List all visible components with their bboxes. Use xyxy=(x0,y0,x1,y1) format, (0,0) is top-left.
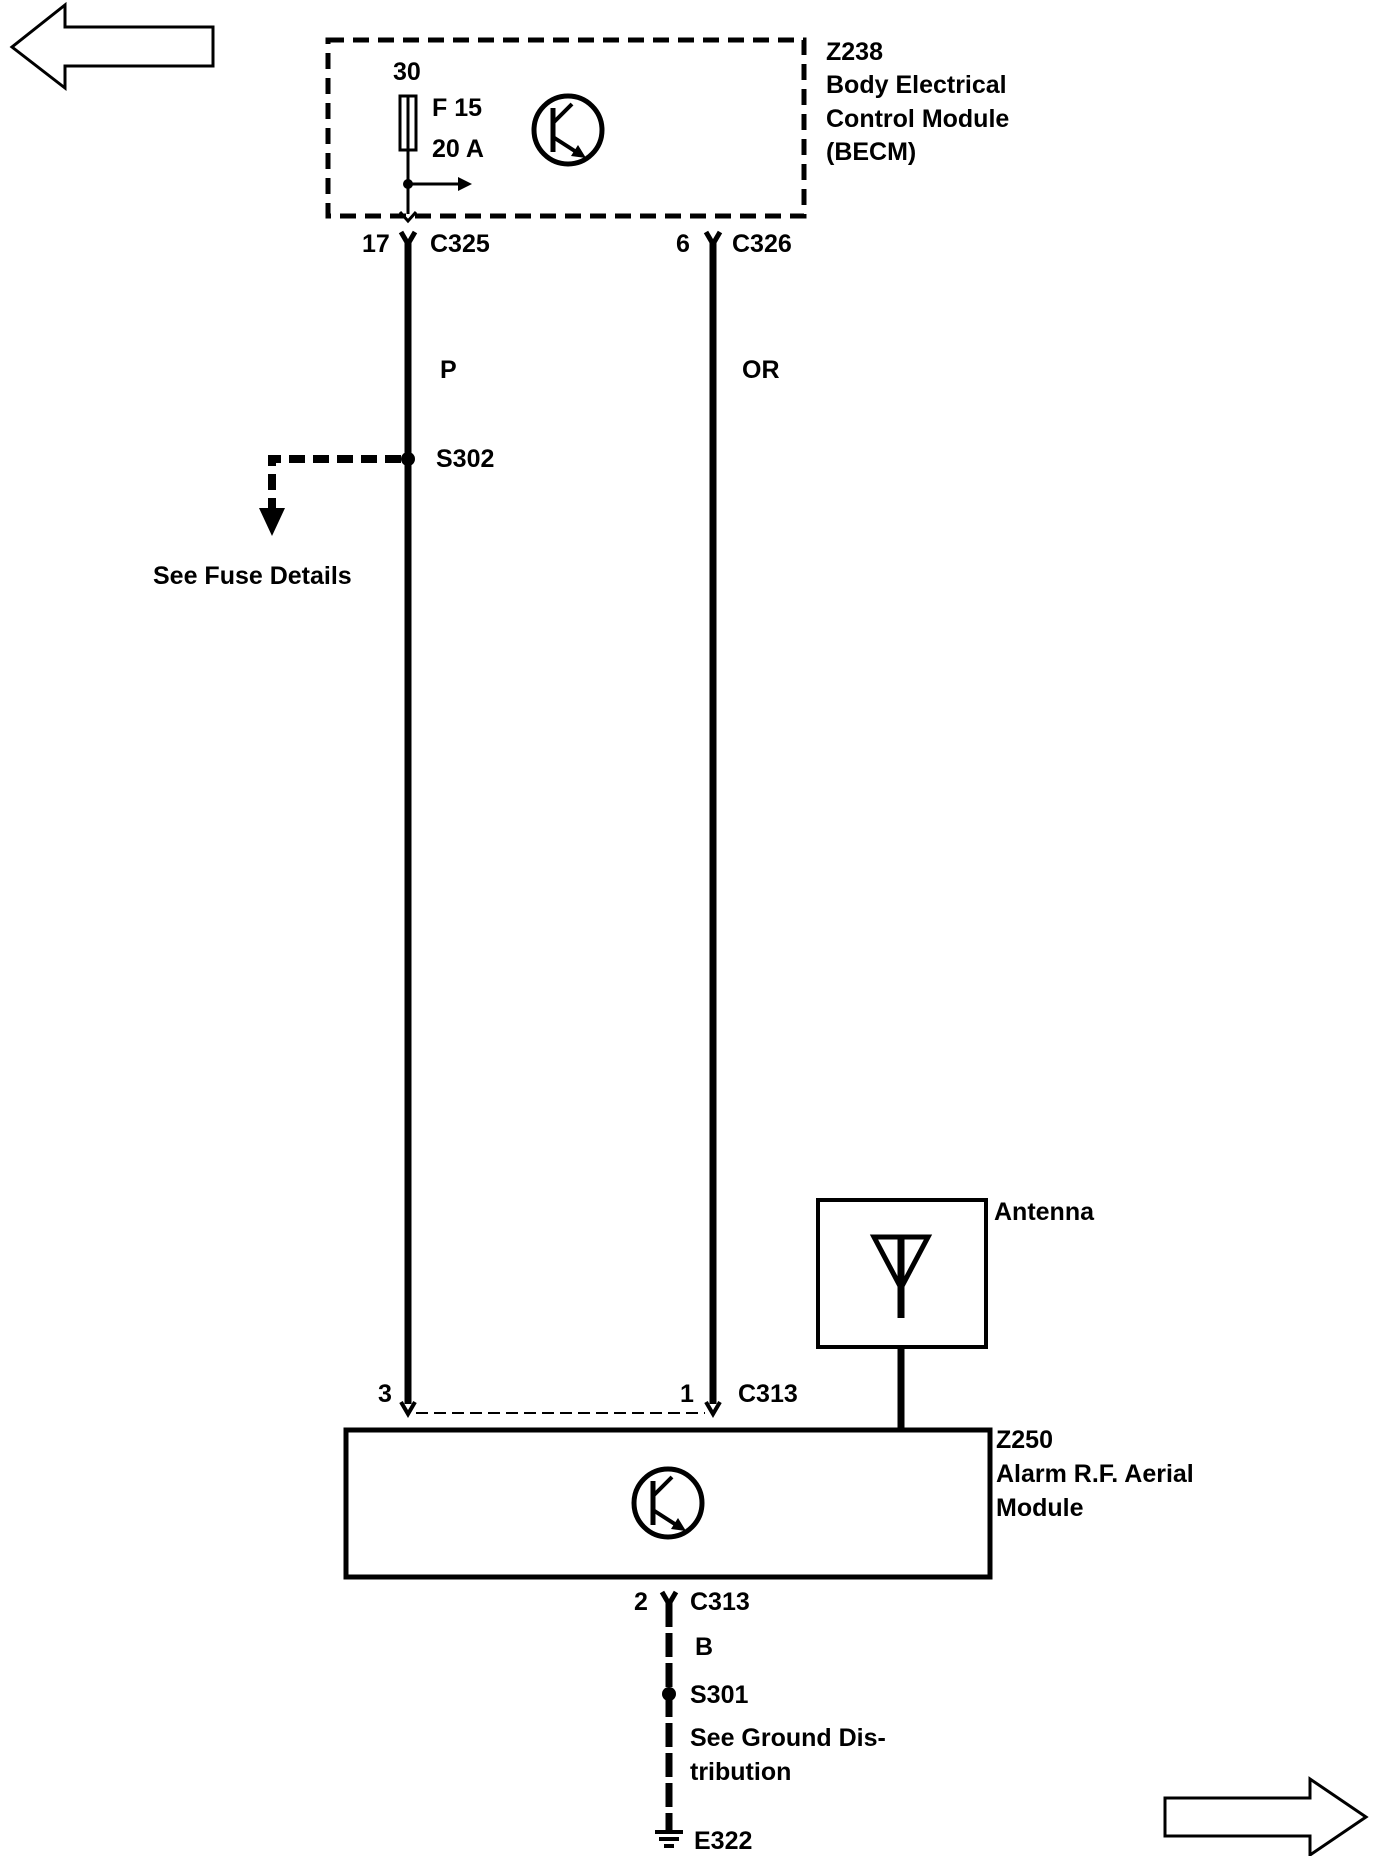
alarm-module-transistor-icon xyxy=(631,1466,705,1540)
splice-s301-dot xyxy=(662,1687,676,1701)
connector-c313-pin2-icon xyxy=(659,1590,679,1609)
becm-name-line1: Body Electrical xyxy=(826,71,1007,99)
c325-pin-label: 17 xyxy=(362,230,390,258)
fuse-details-dashed-branch xyxy=(268,455,401,508)
fuse-details-reference: See Fuse Details xyxy=(153,562,352,590)
c313-pin3-label: 3 xyxy=(378,1380,392,1408)
c313-top-label: C313 xyxy=(738,1380,798,1408)
splice-s302-label: S302 xyxy=(436,445,494,473)
splice-s301-label: S301 xyxy=(690,1681,748,1709)
fuse-input-label: 30 xyxy=(393,58,421,86)
alarm-module-name-line2: Module xyxy=(996,1494,1084,1522)
becm-name-line2: Control Module xyxy=(826,105,1009,133)
next-page-arrow-icon[interactable] xyxy=(1163,1776,1369,1856)
ground-distribution-line1: See Ground Dis- xyxy=(690,1724,886,1752)
connector-c313-pin1-icon xyxy=(704,1400,722,1418)
prev-page-arrow-icon[interactable] xyxy=(9,1,215,92)
alarm-module-box xyxy=(343,1427,993,1580)
ground-e322-icon xyxy=(655,1830,683,1848)
antenna-label: Antenna xyxy=(994,1198,1095,1226)
connector-c313-pin3-icon xyxy=(399,1400,417,1418)
c326-label: C326 xyxy=(732,230,792,258)
becm-module-box xyxy=(325,37,807,219)
wire-or-color-label: OR xyxy=(742,356,780,384)
fuse-rating-label: 20 A xyxy=(432,135,484,163)
wire-b-color-label: B xyxy=(695,1633,713,1661)
c313-pin1-label: 1 xyxy=(680,1380,694,1408)
ground-distribution-line2: tribution xyxy=(690,1758,791,1786)
c313-bottom-label: C313 xyxy=(690,1588,750,1616)
becm-id-label: Z238 xyxy=(826,38,883,66)
splice-s302-dot xyxy=(401,452,415,466)
becm-name-line3: (BECM) xyxy=(826,138,916,166)
c326-pin-label: 6 xyxy=(676,230,690,258)
alarm-module-name-line1: Alarm R.F. Aerial xyxy=(996,1460,1194,1488)
fuse-details-arrow-icon xyxy=(259,508,285,536)
alarm-module-id-label: Z250 xyxy=(996,1426,1053,1454)
c313-pin2-label: 2 xyxy=(634,1588,648,1616)
fuse-name-label: F 15 xyxy=(432,94,482,122)
ground-e322-label: E322 xyxy=(694,1827,752,1855)
c325-label: C325 xyxy=(430,230,490,258)
antenna-icon xyxy=(869,1234,933,1318)
wire-p-color-label: P xyxy=(440,356,457,384)
becm-transistor-icon xyxy=(531,93,605,167)
